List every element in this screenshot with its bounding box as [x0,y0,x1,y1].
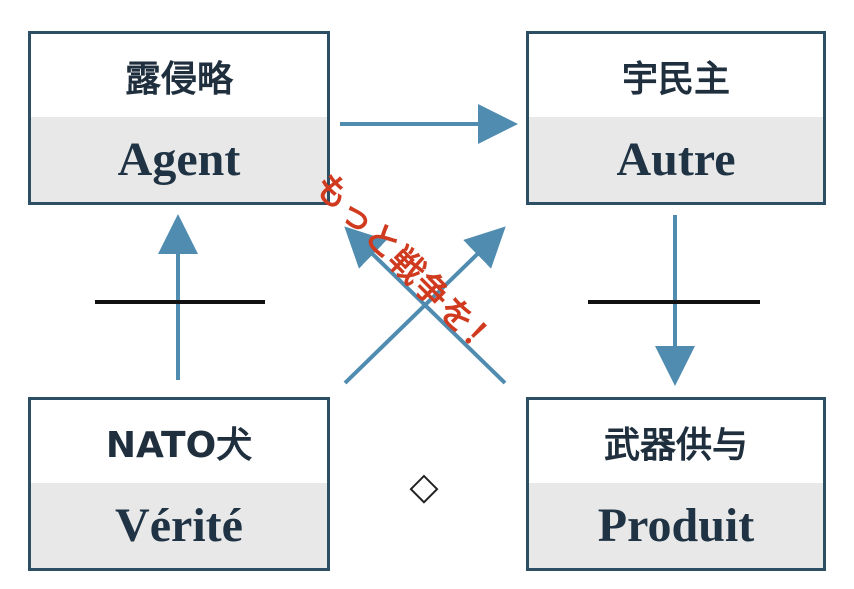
autre-fr-label: Autre [529,117,823,202]
box-autre: 宇民主 Autre [526,31,826,205]
agent-jp-label: 露侵略 [124,59,233,100]
produit-jp-label: 武器供与 [603,425,748,466]
box-verite: NATO犬 Vérité [28,397,330,571]
box-agent: 露侵略 Agent [28,31,330,205]
diamond-symbol: ◇ [409,464,439,508]
box-produit: 武器供与 Produit [526,397,826,571]
arrow-diagonal-up-left [344,226,507,385]
produit-fr-label: Produit [529,483,823,568]
autre-jp-label: 宇民主 [621,59,730,100]
agent-fr-label: Agent [31,117,327,202]
verite-fr-label: Vérité [31,483,327,568]
verite-jp-label: NATO犬 [105,425,253,466]
arrow-diagonal-up-right [343,226,506,385]
